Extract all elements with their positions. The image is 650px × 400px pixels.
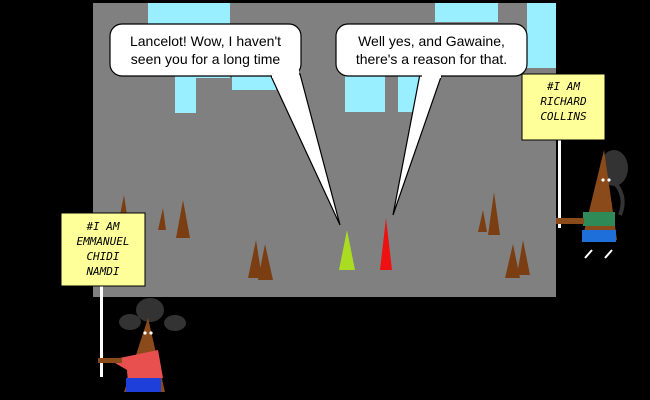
- sign-left-line: #I AM: [86, 220, 120, 233]
- sign-left-line: EMMANUEL: [76, 235, 130, 248]
- eye: [607, 178, 611, 182]
- speech-bubble-right: [335, 23, 528, 216]
- richard-collins-character: [521, 73, 628, 259]
- emmanuel-chidi-namdi-character: [60, 212, 186, 392]
- speech-left-line2: seen you for a long time: [130, 51, 281, 67]
- dress: [110, 350, 163, 385]
- sign-left-line: CHIDI: [86, 250, 120, 263]
- stalk: [248, 240, 262, 278]
- sign-text-left: #I AM EMMANUEL CHIDI NAMDI: [61, 219, 145, 279]
- shorts: [582, 230, 616, 242]
- stalk-group: [120, 192, 530, 280]
- hair-left: [119, 314, 141, 330]
- skirt: [126, 378, 161, 392]
- speech-left-line1: Lancelot! Wow, I haven't: [129, 33, 282, 49]
- sign-stick: [558, 138, 561, 228]
- sign-right-line: COLLINS: [540, 110, 587, 123]
- stalk: [120, 195, 127, 215]
- speech-text-left: Lancelot! Wow, I haven't seen you for a …: [110, 32, 301, 68]
- arm: [556, 218, 584, 224]
- sign-text-right: #I AM RICHARD COLLINS: [522, 79, 605, 124]
- sign-right-line: RICHARD: [540, 95, 587, 108]
- hair-right: [164, 315, 186, 331]
- sign-board: [60, 212, 146, 287]
- speech-right-line2: there's a reason for that.: [355, 51, 508, 67]
- stalk: [158, 208, 166, 230]
- eye: [143, 331, 147, 335]
- lancelot-figure: [339, 230, 355, 270]
- stalk: [488, 192, 500, 235]
- stalk: [478, 210, 487, 232]
- stalk: [505, 244, 520, 278]
- sign-right-line: #I AM: [546, 80, 581, 93]
- stalk: [176, 200, 190, 238]
- speech-text-right: Well yes, and Gawaine, there's a reason …: [336, 32, 527, 68]
- braid: [610, 178, 625, 216]
- building-block: [345, 72, 385, 112]
- sign-stick: [100, 285, 103, 377]
- gawaine-figure: [380, 218, 392, 270]
- eye: [601, 178, 605, 182]
- feet: [584, 249, 613, 259]
- arm: [98, 358, 122, 363]
- hair: [136, 298, 164, 322]
- speech-right-line1: Well yes, and Gawaine,: [358, 33, 505, 49]
- eye: [149, 331, 153, 335]
- shirt: [583, 212, 615, 226]
- stalk: [517, 240, 530, 275]
- sign-left-line: NAMDI: [86, 265, 120, 278]
- sign-board: [521, 73, 606, 141]
- stalk: [258, 244, 273, 280]
- speech-bubble-left: [109, 23, 341, 226]
